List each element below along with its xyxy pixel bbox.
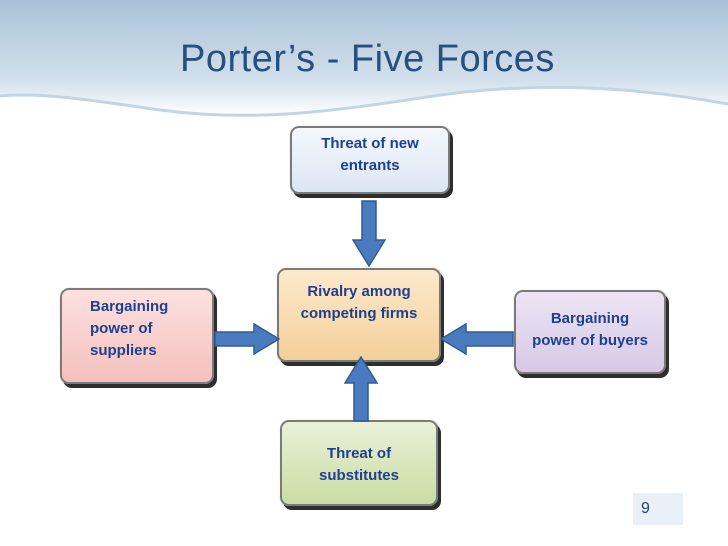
buyer-power-box: Bargaining power of buyers — [514, 290, 666, 374]
rivalry-box: Rivalry among competing firms — [277, 268, 441, 362]
supplier-power-label: Bargaining power of suppliers — [90, 298, 169, 359]
slide-title: Porter’s - Five Forces — [180, 38, 555, 80]
arrow-right-from-suppliers — [214, 323, 280, 355]
threat-of-substitutes-label: Threat of substitutes — [318, 445, 399, 484]
threat-of-substitutes-box: Threat of substitutes — [280, 420, 438, 506]
arrow-left-from-buyers — [440, 323, 514, 355]
supplier-power-box: Bargaining power of suppliers — [60, 288, 214, 384]
threat-of-new-entrants-box: Threat of new entrants — [290, 126, 450, 194]
rivalry-label: Rivalry among competing firms — [300, 283, 418, 322]
arrow-up-from-substitutes — [344, 356, 378, 422]
threat-of-new-entrants-label: Threat of new entrants — [321, 135, 419, 174]
arrow-down-from-entrants — [352, 200, 386, 268]
buyer-power-label: Bargaining power of buyers — [532, 310, 648, 349]
header-band — [0, 0, 728, 117]
page-number: 9 — [633, 493, 683, 525]
